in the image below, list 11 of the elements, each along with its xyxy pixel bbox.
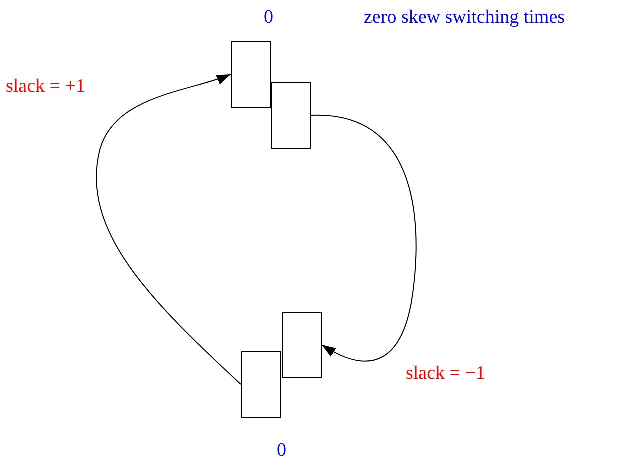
slack-label: slack = −1 [406,363,486,385]
arrow [96,74,242,385]
note: zero skew switching times [364,7,566,29]
register-box [231,41,271,108]
register-box [271,82,311,149]
time-label: 0 [264,7,274,29]
arrow [310,115,417,362]
slack-label: slack = +1 [6,76,86,98]
time-label: 0 [277,440,286,462]
register-box [282,312,322,378]
register-box [241,351,281,418]
